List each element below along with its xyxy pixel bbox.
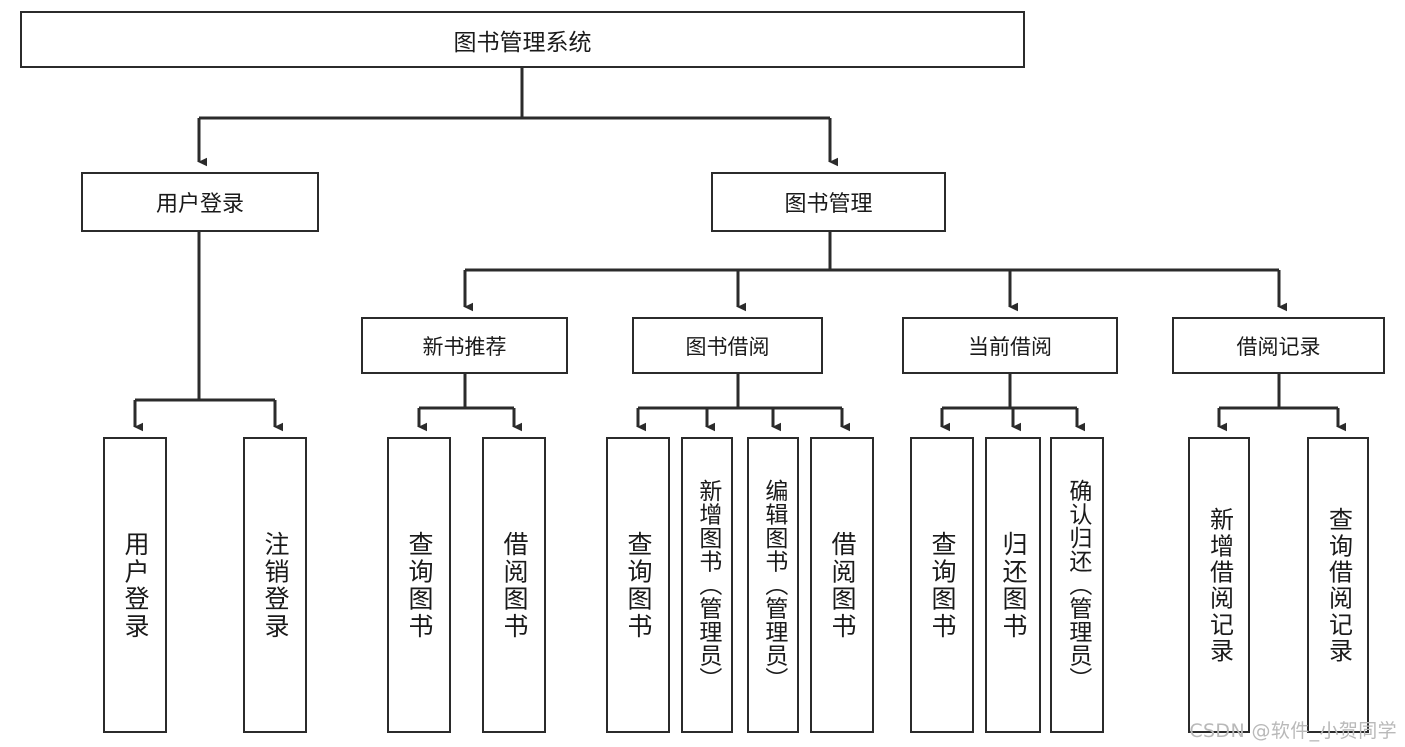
leaf-label: 查询图书 — [405, 530, 434, 640]
leaf-label: 注销登录 — [261, 530, 290, 640]
leaf-label: 归还图书 — [999, 530, 1028, 640]
node-user-login[interactable]: 用户登录 — [81, 172, 319, 232]
leaf-query-borrow-record[interactable]: 查询借阅记录 — [1307, 437, 1369, 733]
node-current-borrow[interactable]: 当前借阅 — [902, 317, 1118, 374]
leaf-label: 查询图书 — [624, 530, 653, 640]
leaf-query-book-current[interactable]: 查询图书 — [910, 437, 974, 733]
node-label: 用户登录 — [155, 192, 244, 217]
node-book-borrow[interactable]: 图书借阅 — [632, 317, 823, 374]
leaf-add-book-admin[interactable]: 新增图书（管理员） — [681, 437, 733, 733]
leaf-label: 借阅图书 — [828, 530, 857, 640]
node-label: 新书推荐 — [422, 334, 507, 359]
node-label: 图书管理系统 — [453, 29, 592, 56]
leaf-label: 用户登录 — [121, 530, 150, 640]
node-root-book-management-system[interactable]: 图书管理系统 — [20, 11, 1025, 68]
leaf-label: 编辑图书（管理员） — [760, 479, 787, 691]
leaf-borrow-book-recommend[interactable]: 借阅图书 — [482, 437, 546, 733]
node-label: 当前借阅 — [968, 334, 1052, 359]
leaf-return-book[interactable]: 归还图书 — [985, 437, 1041, 733]
leaf-label: 借阅图书 — [500, 530, 529, 640]
leaf-label: 新增图书（管理员） — [694, 479, 721, 691]
leaf-confirm-return-admin[interactable]: 确认归还（管理员） — [1050, 437, 1104, 733]
leaf-add-borrow-record[interactable]: 新增借阅记录 — [1188, 437, 1250, 733]
leaf-label: 查询图书 — [928, 530, 957, 640]
leaf-query-book-borrow[interactable]: 查询图书 — [606, 437, 670, 733]
node-new-book-recommend[interactable]: 新书推荐 — [361, 317, 568, 374]
node-label: 图书借阅 — [685, 334, 770, 359]
leaf-query-book-recommend[interactable]: 查询图书 — [387, 437, 451, 733]
leaf-user-logout[interactable]: 注销登录 — [243, 437, 307, 733]
leaf-label: 查询借阅记录 — [1324, 506, 1353, 664]
leaf-label: 新增借阅记录 — [1205, 506, 1234, 664]
node-label: 图书管理 — [784, 192, 873, 217]
leaf-label: 确认归还（管理员） — [1064, 479, 1091, 691]
leaf-edit-book-admin[interactable]: 编辑图书（管理员） — [747, 437, 799, 733]
leaf-user-login[interactable]: 用户登录 — [103, 437, 167, 733]
node-label: 借阅记录 — [1236, 334, 1321, 359]
node-book-manage[interactable]: 图书管理 — [711, 172, 946, 232]
node-borrow-record[interactable]: 借阅记录 — [1172, 317, 1385, 374]
leaf-borrow-book[interactable]: 借阅图书 — [810, 437, 874, 733]
